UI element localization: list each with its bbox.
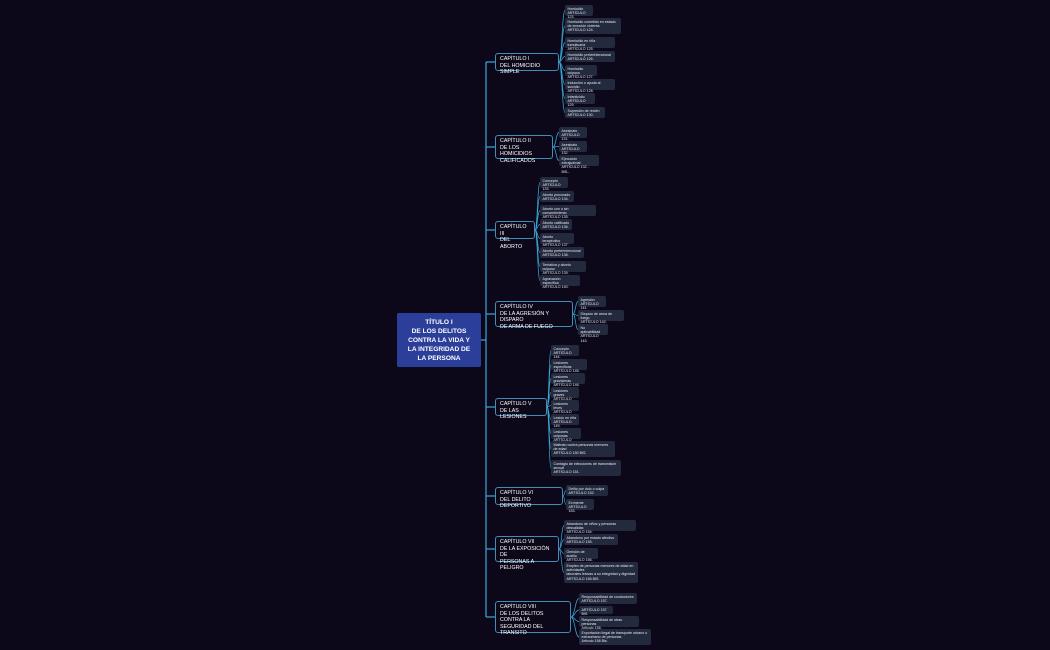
leaf-lesion-rina[interactable]: Lesión en riña ARTÍCULO 149.	[551, 414, 579, 428]
leaf-agravacion-especifica[interactable]: Agravación específica ARTÍCULO 140.	[540, 275, 580, 289]
leaf-contagio-infecciones[interactable]: Contagio de infecciones de transmisión s…	[551, 460, 621, 476]
leaf-connector	[558, 61, 566, 113]
leaf-connector	[558, 539, 565, 550]
leaf-connector	[534, 229, 541, 281]
leaf-responsabilidad-otras-personas[interactable]: Responsabilidad de otras personas Artícu…	[579, 616, 639, 630]
leaf-delito-dolo-culpa[interactable]: Delito por dolo o culpa ARTÍCULO 152.	[566, 485, 608, 496]
leaf-asesinato-132[interactable]: Asesinato ARTÍCULO 132.	[559, 141, 587, 155]
chapter-5-node[interactable]: CAPÍTULO V DE LAS LESIONES	[495, 398, 547, 420]
leaf-abandono-ninos[interactable]: Abandono de niños y personas desvalidas …	[564, 520, 636, 534]
leaf-supresion-recien[interactable]: Supresión de recién ARTÍCULO 130.	[565, 107, 605, 118]
leaf-connector	[552, 146, 560, 161]
leaf-connector	[570, 598, 580, 618]
leaf-lesiones-especificas[interactable]: Lesiones específicas ARTÍCULO 145.	[551, 359, 587, 373]
leaf-omision-auxilio[interactable]: Omisión de auxilio ARTÍCULO 156.	[564, 548, 598, 562]
leaf-aborto-consentimiento[interactable]: Aborto con o sin consentimiento ARTÍCULO…	[540, 205, 596, 219]
chapter-2-node[interactable]: CAPÍTULO II DE LOS HOMICIDIOS CALIFICADO…	[495, 135, 553, 164]
leaf-tentativa-aborto-culposo[interactable]: Tentativa y aborto culposo ARTÍCULO 139.	[540, 261, 586, 275]
leaf-asesinato-131[interactable]: Asesinato ARTÍCULO 131.	[559, 127, 587, 141]
leaf-lesiones-culposas[interactable]: Lesiones culposas ARTÍCULO 150.	[551, 428, 581, 447]
chapter-1-node[interactable]: CAPÍTULO I DEL HOMICIDIO SIMPLE	[495, 53, 559, 75]
leaf-ejecucion-extrajudicial[interactable]: Ejecución extrajudicial ARTÍCULO 132 -BI…	[559, 155, 599, 174]
leaf-responsabilidad-conductores[interactable]: Responsabilidad de conductores ARTÍCULO …	[579, 593, 637, 604]
leaf-homicidio-culposo[interactable]: Homicidio culposo ARTÍCULO 127.	[565, 65, 597, 79]
leaf-lesiones-leves[interactable]: Lesiones leves ARTÍCULO 148.	[551, 400, 579, 419]
leaf-homicidio[interactable]: Homicidio ARTÍCULO 123.	[565, 5, 593, 19]
leaf-homicidio-preterintencional[interactable]: Homicidio preterintencional ARTÍCULO 126…	[565, 51, 615, 62]
leaf-concepto-aborto[interactable]: Concepto ARTÍCULO 133.	[540, 177, 568, 191]
leaf-connector	[572, 313, 579, 330]
leaf-connector	[552, 132, 560, 148]
root-node-titulo-i[interactable]: TÍTULO I DE LOS DELITOS CONTRA LA VIDA Y…	[397, 313, 481, 367]
leaf-abandono-estado-afectivo[interactable]: Abandono por estado afectivo ARTÍCULO 15…	[564, 534, 618, 545]
leaf-articulo-157-bis[interactable]: ARTÍCULO 157 BIS.	[579, 606, 613, 616]
leaf-disparo-arma-fuego[interactable]: Disparo de arma de fuego ARTÍCULO 142.	[578, 310, 624, 324]
leaf-connector	[572, 301, 579, 315]
leaf-empleo-menores[interactable]: Empleo de personas menores de edad en ac…	[564, 562, 638, 583]
leaf-aborto-calificado[interactable]: Aborto calificado ARTÍCULO 136.	[540, 219, 572, 230]
leaf-induccion-suicidio[interactable]: Inducción o ayuda al suicidio ARTÍCULO 1…	[565, 79, 615, 93]
leaf-connector	[562, 495, 567, 505]
chapter-6-node[interactable]: CAPÍTULO VI DEL DELITO DEPORTIVO	[495, 487, 563, 509]
leaf-connector	[534, 210, 541, 231]
leaf-aborto-terapeutico[interactable]: Aborto terapéutico ARTÍCULO 137.	[540, 233, 574, 247]
chapter-7-node[interactable]: CAPÍTULO VII DE LA EXPOSICIÓN DE PERSONA…	[495, 536, 559, 571]
leaf-infanticidio[interactable]: Infanticidio ARTÍCULO 129.	[565, 93, 595, 107]
leaf-homicidio-rina-tumultuaria[interactable]: Homicidio en riña tumultuaria ARTÍCULO 1…	[565, 37, 615, 51]
leaf-maltrato-menores[interactable]: Maltrato contra personas menores de edad…	[551, 441, 615, 457]
leaf-connector	[558, 42, 566, 63]
leaf-homicidio-emocion-violenta[interactable]: Homicidio cometido en estado de emoción …	[565, 18, 621, 34]
leaf-aborto-preterintencional[interactable]: Aborto preterintencional ARTÍCULO 138.	[540, 247, 584, 258]
leaf-eximente[interactable]: Exímente ARTÍCULO 153.	[566, 499, 594, 513]
chapter-4-node[interactable]: CAPÍTULO IV DE LA AGRESIÓN Y DISPARO DE …	[495, 301, 573, 330]
leaf-agresion[interactable]: Agresión ARTÍCULO 141.	[578, 296, 606, 310]
leaf-connector	[546, 392, 552, 408]
leaf-lesiones-gravisimas[interactable]: Lesiones gravísimas ARTÍCULO 146.	[551, 373, 585, 387]
leaf-connector	[570, 616, 580, 638]
leaf-connector	[546, 406, 552, 469]
chapter-3-node[interactable]: CAPÍTULO III DEL ABORTO	[495, 221, 535, 250]
leaf-aborto-procurado[interactable]: Aborto procurado ARTÍCULO 134.	[540, 191, 574, 202]
leaf-no-aplicabilidad[interactable]: No aplicabilidad ARTÍCULO 143.	[578, 324, 608, 343]
leaf-concepto-lesiones[interactable]: Concepto ARTÍCULO 144.	[551, 345, 579, 359]
leaf-connector	[558, 548, 565, 573]
chapter-8-node[interactable]: CAPÍTULO VIII DE LOS DELITOS CONTRA LA S…	[495, 601, 571, 636]
leaf-exportacion-transporte[interactable]: Exportación ilegal de transporte urbano …	[579, 629, 651, 645]
leaf-lesiones-graves[interactable]: Lesiones graves ARTÍCULO 147.	[551, 387, 579, 406]
